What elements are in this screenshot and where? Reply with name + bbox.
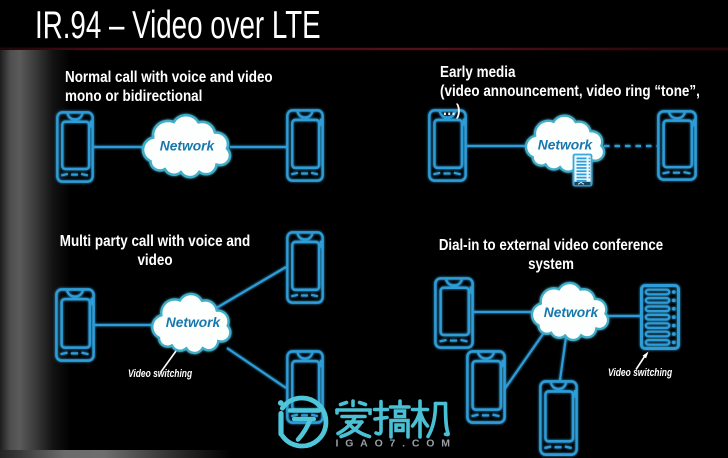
svg-text:Network: Network bbox=[166, 315, 222, 330]
svg-text:IGAO7.COM: IGAO7.COM bbox=[336, 438, 457, 450]
svg-text:Network: Network bbox=[544, 305, 600, 320]
svg-text:Network: Network bbox=[538, 138, 594, 153]
svg-text:Network: Network bbox=[160, 139, 216, 154]
